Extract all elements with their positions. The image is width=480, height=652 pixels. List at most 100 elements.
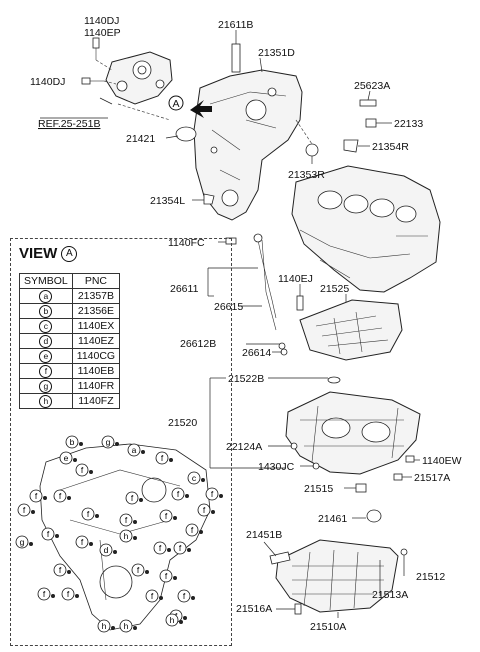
symbol-circle: h — [39, 394, 53, 408]
view-bolt-dot — [75, 594, 79, 598]
symbol-circle: a — [39, 289, 53, 303]
oil-seal-21421 — [175, 126, 197, 142]
callout-ref-25-251b: REF.25-251B — [38, 118, 100, 130]
view-symbol-c: c — [187, 471, 201, 485]
view-bolt-dot — [173, 516, 177, 520]
view-bolt-dot — [67, 570, 71, 574]
svg-text:g: g — [20, 537, 25, 547]
dowel-25623a — [359, 99, 377, 107]
col-symbol-header: SYMBOL — [19, 273, 73, 289]
callout-21517a: 21517A — [414, 472, 450, 484]
symbol-circle: g — [39, 379, 53, 393]
callout-21451b: 21451B — [246, 529, 282, 541]
svg-text:d: d — [104, 545, 109, 555]
view-bolt-dot — [191, 596, 195, 600]
view-symbol-f: f — [41, 527, 55, 541]
view-symbol-f: f — [205, 487, 219, 501]
svg-text:h: h — [124, 621, 129, 631]
view-bolt-dot — [173, 576, 177, 580]
callout-1140ej: 1140EJ — [278, 273, 313, 285]
symbol-circle: c — [39, 319, 53, 333]
svg-text:f: f — [131, 493, 134, 503]
view-symbol-f: f — [53, 563, 67, 577]
view-symbol-f: f — [197, 503, 211, 517]
view-symbol-h: h — [119, 619, 133, 633]
callout-21421: 21421 — [126, 133, 155, 145]
callout-21461: 21461 — [318, 513, 347, 525]
upper-oil-pan-21520 — [285, 391, 421, 475]
pnc-cell: 1140EZ — [71, 333, 121, 349]
callout-21525: 21525 — [320, 283, 349, 295]
pnc-cell: 1140EB — [71, 363, 121, 379]
svg-text:f: f — [183, 591, 186, 601]
view-symbol-f: f — [185, 523, 199, 537]
dipstick-tube-26611 — [253, 233, 277, 331]
view-bolt-dot — [139, 498, 143, 502]
bolt-21517a — [393, 473, 403, 481]
view-symbol-f: f — [173, 541, 187, 555]
symbol-cell: c — [19, 318, 73, 334]
view-symbol-f: f — [29, 489, 43, 503]
view-symbol-f: f — [125, 491, 139, 505]
view-symbol-b: b — [65, 435, 79, 449]
view-bolt-dot — [79, 442, 83, 446]
stud-21611b — [231, 43, 241, 73]
baffle-plate-21525 — [299, 299, 403, 361]
svg-text:f: f — [43, 589, 46, 599]
bolt-1140ew — [405, 455, 415, 463]
view-title-marker: A — [61, 246, 78, 262]
symbol-circle: b — [39, 304, 53, 318]
view-bolt-dot — [67, 496, 71, 500]
callout-21515: 21515 — [304, 483, 333, 495]
view-bolt-dot — [133, 626, 137, 630]
view-bolt-dot — [145, 570, 149, 574]
view-bolt-dot — [55, 534, 59, 538]
view-bolt-dot — [133, 520, 137, 524]
view-symbol-a: a — [127, 443, 141, 457]
svg-text:f: f — [165, 571, 168, 581]
view-bolt-dot — [185, 494, 189, 498]
view-bolt-dot — [187, 548, 191, 552]
view-bolt-dot — [89, 542, 93, 546]
view-symbol-f: f — [155, 451, 169, 465]
callout-1140ew: 1140EW — [422, 455, 462, 467]
col-pnc-header: PNC — [71, 273, 121, 289]
svg-text:f: f — [203, 505, 206, 515]
svg-text:f: f — [87, 509, 90, 519]
callout-labels: 1140DJ 1140EP 1140DJ REF.25-251B 21611B … — [30, 15, 462, 633]
view-symbol-e: e — [59, 451, 73, 465]
callout-21520: 21520 — [168, 417, 197, 429]
svg-text:h: h — [124, 531, 129, 541]
bolt-1140dj-left — [81, 77, 104, 85]
view-bolt-dot — [73, 458, 77, 462]
view-bolt-dot — [89, 470, 93, 474]
callout-21516a: 21516A — [236, 603, 272, 615]
view-symbol-f: f — [131, 563, 145, 577]
water-pump-assembly — [105, 51, 173, 105]
view-symbol-f: f — [119, 513, 133, 527]
view-symbol-f: f — [17, 503, 31, 517]
svg-text:h: h — [170, 615, 175, 625]
symbol-cell: g — [19, 378, 73, 394]
callout-1140fc: 1140FC — [168, 237, 205, 249]
callout-1140dj-left: 1140DJ — [30, 76, 65, 88]
view-bolt-dot — [51, 594, 55, 598]
svg-text:f: f — [35, 491, 38, 501]
oring-21353r — [305, 143, 319, 157]
symbol-cell: e — [19, 348, 73, 364]
oring-21522b — [327, 376, 341, 384]
svg-text:f: f — [59, 491, 62, 501]
view-bolt-dot — [43, 496, 47, 500]
callout-21353r: 21353R — [288, 169, 325, 181]
callout-21354l: 21354L — [150, 195, 185, 207]
svg-text:f: f — [125, 515, 128, 525]
view-symbol-d: d — [99, 543, 113, 557]
view-symbol-h: h — [97, 619, 111, 633]
svg-text:h: h — [102, 621, 107, 631]
